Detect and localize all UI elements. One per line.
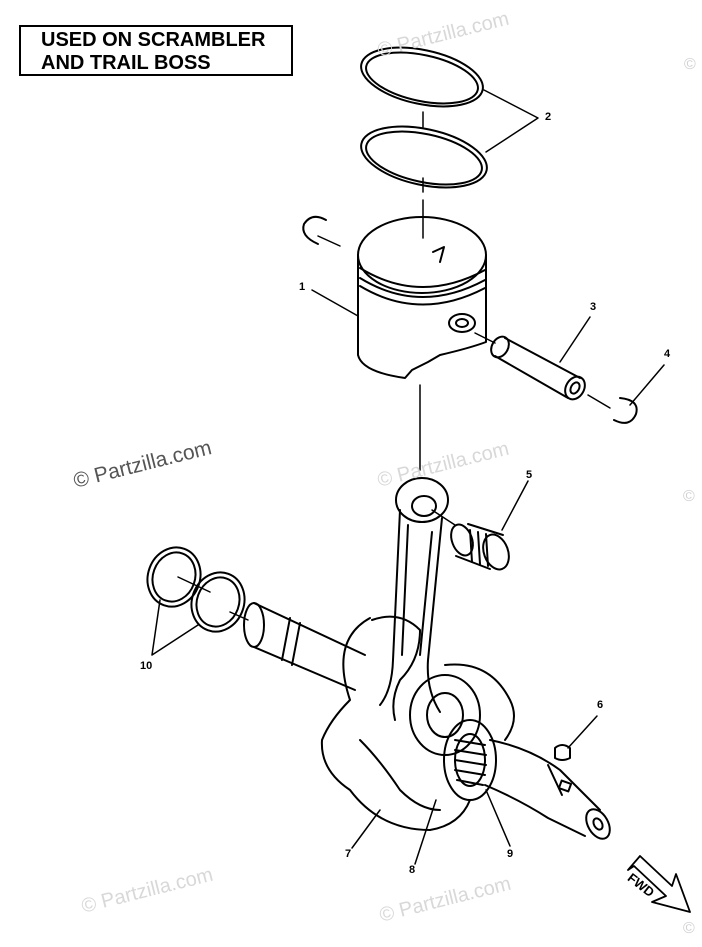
- watermark-symbol-right-middle: ©: [683, 488, 695, 505]
- piston-ring-lower: [360, 125, 488, 189]
- piston-ring-upper: [360, 46, 484, 108]
- watermark-symbol-right-top: ©: [684, 56, 696, 73]
- woodruff-key: [554, 744, 571, 761]
- model-note-line2: AND TRAIL BOSS: [41, 52, 211, 74]
- crankshaft: [243, 602, 611, 840]
- callout-4: 4: [664, 348, 671, 360]
- watermark-symbol-right-bottom: ©: [683, 920, 695, 937]
- callout-2: 2: [545, 111, 552, 123]
- callout-10: 10: [140, 660, 153, 672]
- callout-6: 6: [597, 699, 604, 711]
- callout-5: 5: [526, 469, 533, 481]
- model-note-line1: USED ON SCRAMBLER: [41, 29, 266, 51]
- fwd-arrow: [627, 855, 691, 913]
- piston: [357, 216, 487, 379]
- callout-9: 9: [507, 848, 514, 860]
- model-note-box: USED ON SCRAMBLER AND TRAIL BOSS: [19, 25, 293, 76]
- thrust-washers: [146, 546, 246, 633]
- connecting-rod: [379, 477, 449, 713]
- circlip-left: [302, 215, 327, 245]
- callout-3: 3: [590, 301, 597, 313]
- callout-1: 1: [299, 281, 306, 293]
- needle-bearing: [450, 523, 510, 571]
- circlip-right: [613, 397, 638, 424]
- callout-7: 7: [345, 848, 352, 860]
- piston-pin: [490, 335, 586, 401]
- callout-8: 8: [409, 864, 416, 876]
